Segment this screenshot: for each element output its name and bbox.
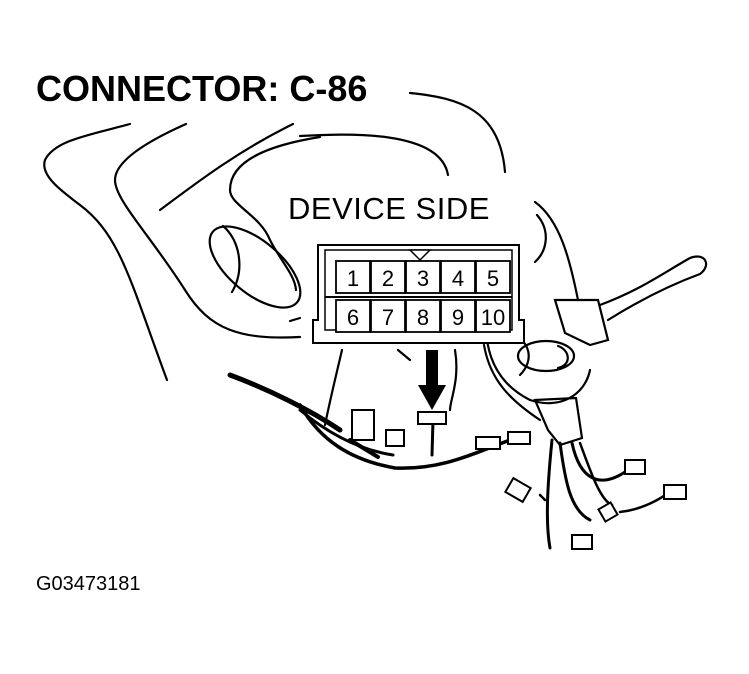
- pin-cell-8: [405, 299, 441, 333]
- connector-title: CONNECTOR: C-86: [36, 68, 368, 109]
- pin-cell-3: [405, 260, 441, 294]
- dash-contour-4: [298, 133, 450, 177]
- pin-cell-1: [335, 260, 371, 294]
- pin-3-label: 3: [417, 266, 429, 291]
- pin-4-label: 4: [452, 266, 464, 291]
- pin-8-label: 8: [417, 305, 429, 330]
- arrow-indicator: [418, 350, 446, 410]
- pin-cell-2: [370, 260, 406, 294]
- dash-contour-1: [43, 122, 169, 382]
- pin-cell-10: [475, 299, 511, 333]
- pin-cell-9: [440, 299, 476, 333]
- dash-contour-3: [158, 122, 295, 212]
- vent-outer: [208, 225, 302, 309]
- dash-contour-6: [228, 135, 322, 292]
- vent-inner: [221, 224, 241, 294]
- figure-id: G03473181: [36, 573, 141, 595]
- pin-6-label: 6: [347, 305, 359, 330]
- pin-cell-6: [335, 299, 371, 333]
- pin-9-label: 9: [452, 305, 464, 330]
- pin-cell-7: [370, 299, 406, 333]
- pin-7-label: 7: [382, 305, 394, 330]
- pin-1-label: 1: [347, 266, 359, 291]
- pin-2-label: 2: [382, 266, 394, 291]
- pin-cell-4: [440, 260, 476, 294]
- dash-contour-2: [113, 122, 302, 339]
- pin-5-label: 5: [487, 266, 499, 291]
- device-side-label: DEVICE SIDE: [288, 191, 490, 226]
- pin-10-label: 10: [481, 305, 505, 330]
- dash-contour-5: [408, 91, 507, 174]
- pin-cell-5: [475, 260, 511, 294]
